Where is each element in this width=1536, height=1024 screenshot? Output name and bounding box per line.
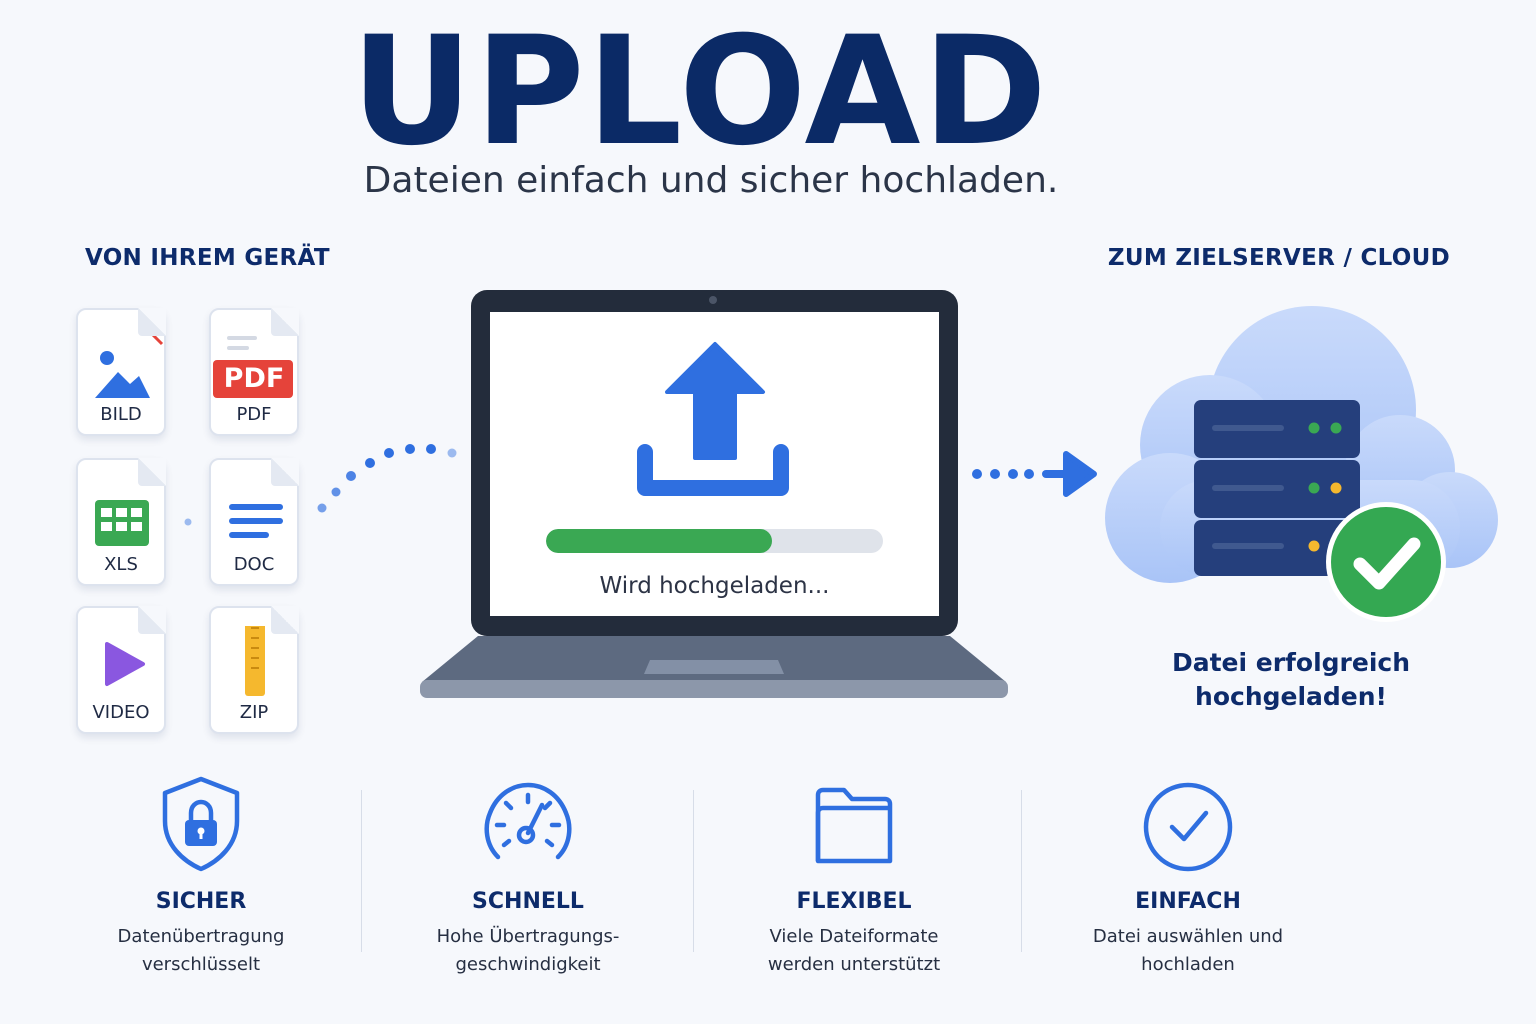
feature-description-line: geschwindigkeit	[455, 954, 601, 975]
upload-flow-arrow-right	[972, 451, 1097, 497]
video-file-icon	[105, 642, 145, 686]
cloud-server-illustration	[1105, 306, 1498, 622]
success-check-icon	[1326, 502, 1446, 622]
upload-status-text: Wird hochgeladen...	[599, 573, 830, 599]
file-card-doc[interactable]: DOC	[209, 458, 299, 586]
feature-fast: SCHNELL Hohe Übertragungs- geschwindigke…	[378, 775, 678, 979]
page-title: UPLOAD	[350, 5, 1050, 179]
feature-description: Datei auswählen und hochladen	[1038, 923, 1338, 979]
file-card-image[interactable]: BILD	[76, 308, 166, 436]
source-section-label: VON IHREM GERÄT	[85, 245, 330, 271]
laptop-camera	[709, 296, 717, 304]
feature-description: Viele Dateiformate werden unterstützt	[704, 923, 1004, 979]
feature-title: SCHNELL	[472, 889, 584, 914]
feature-secure: SICHER Datenübertragung verschlüsselt	[51, 775, 351, 979]
file-card-video[interactable]: VIDEO	[76, 606, 166, 734]
feature-easy: EINFACH Datei auswählen und hochladen	[1038, 775, 1338, 979]
feature-description-line: hochladen	[1141, 954, 1235, 975]
image-file-icon	[95, 328, 164, 398]
feature-flexible: FLEXIBEL Viele Dateiformate werden unter…	[704, 775, 1004, 979]
zip-file-icon	[245, 626, 265, 696]
check-circle-icon	[1143, 782, 1233, 872]
file-label: DOC	[233, 554, 275, 575]
feature-divider	[693, 790, 694, 952]
feature-description-line: Datei auswählen und	[1092, 926, 1284, 947]
file-label: PDF	[236, 404, 272, 425]
pdf-file-icon	[213, 336, 293, 398]
shield-lock-icon	[162, 776, 240, 872]
feature-description: Hohe Übertragungs- geschwindigkeit	[378, 923, 678, 979]
document-file-icon	[229, 504, 283, 538]
upload-success-line-1: Datei erfolgreich	[1171, 648, 1411, 677]
file-card-xls[interactable]: XLS	[76, 458, 166, 586]
feature-title: FLEXIBEL	[796, 889, 912, 914]
pdf-badge: PDF	[223, 363, 285, 394]
upload-progress-bar	[546, 529, 883, 553]
file-label: VIDEO	[92, 702, 150, 723]
spreadsheet-file-icon	[95, 500, 149, 546]
feature-description-line: Datenübertragung	[117, 926, 285, 947]
feature-title: EINFACH	[1135, 889, 1241, 914]
upload-progress-fill	[546, 529, 772, 553]
feature-description: Datenübertragung verschlüsselt	[51, 923, 351, 979]
speedometer-icon	[484, 782, 572, 860]
server-rack-icon	[1194, 400, 1360, 576]
feature-divider	[361, 790, 362, 952]
page-subtitle: Dateien einfach und sicher hochladen.	[363, 160, 1059, 201]
folder-icon	[815, 787, 893, 864]
file-label: BILD	[100, 404, 142, 425]
laptop-base	[420, 636, 1008, 698]
file-card-pdf[interactable]: PDF PDF	[209, 308, 299, 436]
destination-section-label: ZUM ZIELSERVER / CLOUD	[1107, 245, 1450, 271]
upload-flow-dots-left	[184, 444, 457, 526]
feature-description-line: Viele Dateiformate	[769, 926, 939, 947]
upload-arrow-icon	[637, 342, 789, 496]
upload-success-message: Datei erfolgreich hochgeladen!	[1150, 646, 1432, 714]
feature-description-line: Hohe Übertragungs-	[436, 926, 620, 947]
upload-success-line-2: hochgeladen!	[1195, 682, 1387, 711]
feature-title: SICHER	[155, 889, 247, 914]
feature-description-line: verschlüsselt	[141, 954, 261, 975]
file-card-zip[interactable]: ZIP	[209, 606, 299, 734]
feature-description-line: werden unterstützt	[767, 954, 941, 975]
file-label: XLS	[104, 554, 138, 575]
feature-divider	[1021, 790, 1022, 952]
file-label: ZIP	[239, 702, 269, 723]
